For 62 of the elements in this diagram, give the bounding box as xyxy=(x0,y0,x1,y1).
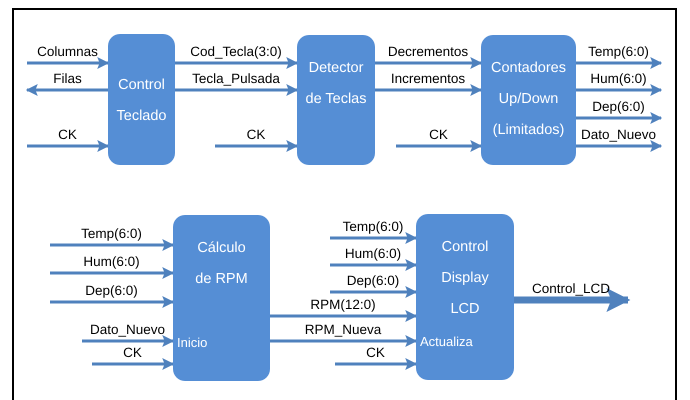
edge-label: Dep(6:0) xyxy=(85,283,138,299)
arrow xyxy=(270,310,418,322)
arrow xyxy=(330,232,418,244)
edge-label: CK xyxy=(123,345,142,361)
arrow xyxy=(576,140,662,152)
arrow xyxy=(375,57,482,69)
arrow xyxy=(576,112,662,124)
edge-label: Cod_Tecla(3:0) xyxy=(190,44,282,60)
arrow xyxy=(576,84,662,96)
arrow xyxy=(335,358,418,370)
edge-label: Decrementos xyxy=(388,44,468,60)
arrow xyxy=(175,84,298,96)
arrow xyxy=(50,239,174,251)
box-title: Contadores Up/Down (Limitados) xyxy=(490,59,567,140)
edge-label: RPM(12:0) xyxy=(310,297,376,313)
edge-label: Dato_Nuevo xyxy=(580,127,656,143)
edge-label: Filas xyxy=(53,71,82,87)
port-label: Inicio xyxy=(177,335,208,351)
edge-label: Incrementos xyxy=(390,71,466,87)
process-box xyxy=(173,215,270,381)
edge-label: Control_LCD xyxy=(532,281,610,297)
arrow xyxy=(375,84,482,96)
arrow xyxy=(396,140,482,152)
arrow xyxy=(27,140,110,152)
arrow xyxy=(50,267,174,279)
arrow xyxy=(330,259,418,271)
arrow xyxy=(26,84,108,96)
arrow xyxy=(175,57,298,69)
edge-label: Hum(6:0) xyxy=(83,254,140,270)
process-box xyxy=(297,35,375,165)
edge-label: Dep(6:0) xyxy=(592,99,645,115)
box-title: Control Teclado xyxy=(116,76,168,126)
arrow xyxy=(50,296,174,308)
arrow xyxy=(576,57,662,69)
arrow xyxy=(27,57,110,69)
arrow xyxy=(82,335,174,347)
arrow xyxy=(92,358,174,370)
edge-label: Temp(6:0) xyxy=(81,226,142,242)
arrow xyxy=(215,140,298,152)
edge-label: Tecla_Pulsada xyxy=(192,71,280,87)
edge-label: Temp(6:0) xyxy=(588,44,649,60)
edge-label: Columnas xyxy=(37,44,98,60)
edge-label: Hum(6:0) xyxy=(590,71,647,87)
box-title: Cálculo de RPM xyxy=(194,239,249,289)
process-box xyxy=(416,214,514,380)
process-box xyxy=(108,34,175,165)
edge-label: Dep(6:0) xyxy=(346,273,400,289)
edge-label: CK xyxy=(366,345,385,361)
arrow xyxy=(270,335,418,347)
edge-label: CK xyxy=(246,127,266,143)
port-label: Actualiza xyxy=(420,334,473,350)
arrow xyxy=(330,286,418,298)
process-box xyxy=(481,35,576,165)
edge-label: CK xyxy=(58,127,77,143)
edge-label: RPM_Nueva xyxy=(304,322,382,338)
edge-label: Temp(6:0) xyxy=(342,219,404,235)
edge-label: Hum(6:0) xyxy=(344,246,402,262)
box-title: Detector de Teclas xyxy=(305,59,367,109)
edge-label: Dato_Nuevo xyxy=(90,322,166,338)
arrow xyxy=(514,288,630,312)
box-title: Control Display LCD xyxy=(440,238,490,319)
edge-label: CK xyxy=(429,127,448,143)
